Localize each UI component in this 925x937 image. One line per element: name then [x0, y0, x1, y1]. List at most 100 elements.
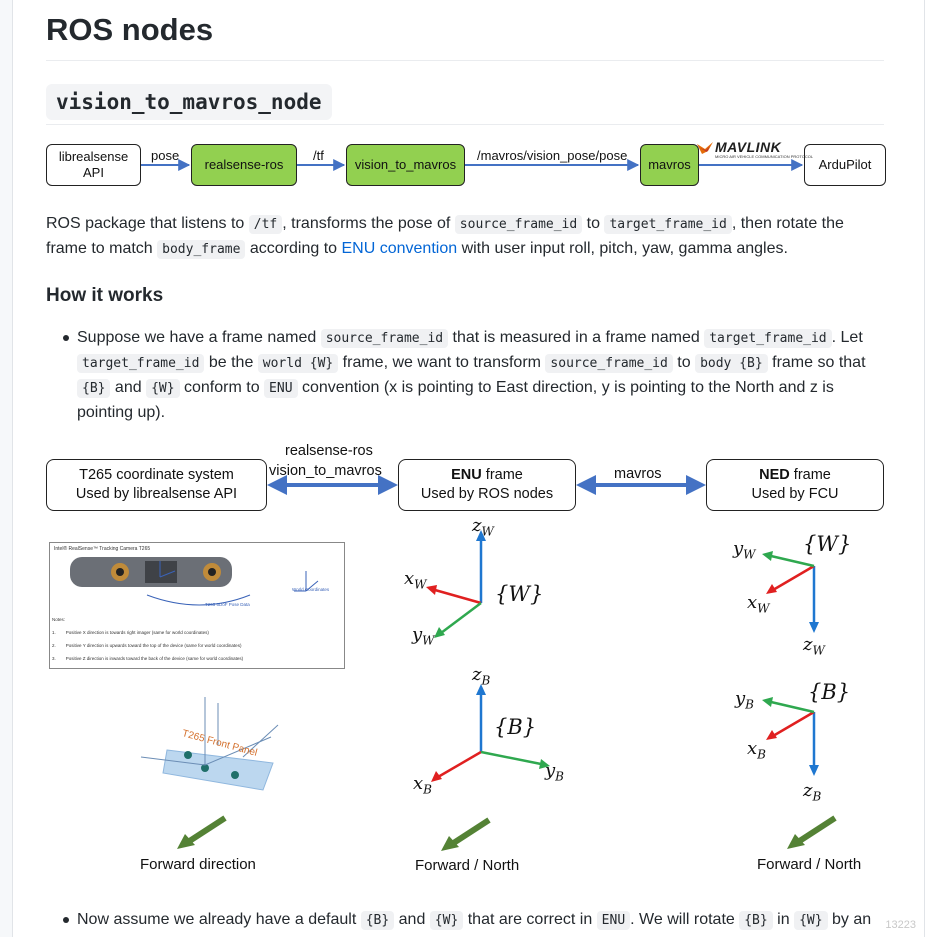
- t265-coordinate-image: Intel® RealSense™ Tracking Camera T265 T…: [49, 542, 345, 669]
- t265-image-title: Intel® RealSense™ Tracking Camera T265: [54, 546, 151, 552]
- t265-frame-title: T265 coordinate system: [79, 467, 234, 483]
- enu-convention-link[interactable]: ENU convention: [341, 240, 458, 257]
- axis-letter: x: [404, 568, 415, 589]
- frame-arrows: [267, 475, 706, 495]
- bullet-text: be the: [204, 354, 258, 371]
- enu-b-frame-label: {B}: [494, 715, 537, 739]
- ned-rest: frame: [789, 467, 831, 483]
- inline-code: target_frame_id: [704, 329, 832, 348]
- inline-code: world {W}: [257, 354, 339, 373]
- how-it-works-heading: How it works: [46, 285, 164, 306]
- t265-notes: Notes: 1.Positive X direction is towards…: [52, 613, 243, 665]
- box-ned-frame: NED frame Used by FCU: [706, 459, 884, 511]
- bullet-text: convention (x is pointing to East direct…: [77, 379, 834, 421]
- arrow-label-realsense-ros: realsense-ros: [285, 443, 373, 459]
- mavlink-text: MAVLINK: [715, 139, 782, 155]
- t265-world-label: World Coordinates: [292, 587, 330, 592]
- ned-w-axes: [762, 551, 819, 633]
- enu-w-frame-label: {W}: [495, 582, 544, 606]
- bullet-text: to: [672, 354, 696, 371]
- bullet-text: conform to: [179, 379, 265, 396]
- ned-xw-label: xW: [747, 592, 770, 616]
- ned-frame-subtitle: Used by FCU: [751, 486, 839, 502]
- enu-zw-label: zW: [472, 515, 494, 539]
- page-title: ROS nodes: [46, 12, 214, 47]
- enu-b-axes: [431, 684, 550, 782]
- intro-text: ROS package that listens to: [46, 215, 249, 232]
- t265-front-panel-drawing: [140, 697, 279, 791]
- ned-zw-label: zW: [803, 634, 825, 658]
- bullet-text: frame, we want to transform: [338, 354, 546, 371]
- box-enu-frame: ENU frame Used by ROS nodes: [398, 459, 576, 511]
- axis-sub: B: [555, 769, 564, 784]
- bullet-text: . Let: [831, 329, 863, 346]
- t265-note-1: 1.Positive X direction is towards right …: [52, 630, 209, 635]
- inline-code: source_frame_id: [320, 329, 449, 348]
- intro-text: , then rotate the frame to match: [46, 215, 844, 257]
- caption-forward-north-enu: Forward / North: [415, 857, 520, 874]
- box-ardupilot: ArduPilot: [804, 144, 886, 186]
- box-vision-to-mavros: vision_to_mavros: [346, 144, 465, 186]
- bullet-text: by an: [827, 911, 872, 928]
- t265-note-text: Positive Z direction is inwards toward t…: [65, 656, 244, 661]
- inline-code: source_frame_id: [545, 354, 673, 373]
- axis-sub: B: [745, 697, 754, 712]
- axis-sub: W: [422, 633, 435, 648]
- bullet-text: Now assume we already have a default: [77, 911, 361, 928]
- title-divider: [46, 60, 884, 61]
- t265-pose-label: T265 6DoF Pose Data: [205, 602, 250, 607]
- bullet-text: that are correct in: [463, 911, 597, 928]
- inline-code: source_frame_id: [454, 215, 583, 234]
- box-mavros: mavros: [640, 144, 699, 186]
- enu-zb-label: zB: [472, 664, 490, 688]
- caption-forward-north-ned: Forward / North: [757, 856, 862, 873]
- pipeline-diagram: librealsense API realsense-ros vision_to…: [46, 139, 886, 190]
- mavlink-logo: MAVLINK MICRO AIR VEHICLE COMMUNICATION …: [696, 139, 813, 162]
- enu-bold: ENU: [451, 467, 482, 483]
- axis-sub: W: [757, 601, 770, 616]
- bullet-dot: [63, 917, 69, 923]
- t265-note-text: Positive X direction is towards right im…: [65, 630, 209, 635]
- axis-letter: z: [803, 780, 813, 801]
- t265-note-text: Positive Y direction is upwards toward t…: [65, 643, 242, 648]
- bullet-text: . We will rotate: [630, 911, 740, 928]
- intro-text: with user input roll, pitch, yaw, gamma …: [457, 240, 788, 257]
- bullet-text: in: [772, 911, 795, 928]
- bullet-dot: [63, 335, 69, 341]
- axis-letter: z: [472, 664, 482, 685]
- bullet-text: frame so that: [767, 354, 866, 371]
- box-librealsense: librealsense API: [46, 144, 141, 186]
- bullet-text: and: [394, 911, 430, 928]
- inline-code: target_frame_id: [604, 215, 732, 234]
- enu-xw-label: xW: [404, 568, 427, 592]
- intro-paragraph: ROS package that listens to /tf, transfo…: [46, 212, 886, 262]
- axis-letter: y: [412, 624, 423, 645]
- bullet-text: that is measured in a frame named: [448, 329, 705, 346]
- pipeline-arrows: [141, 159, 804, 171]
- ned-yb-label: yB: [735, 688, 754, 712]
- ned-zb-label: zB: [803, 780, 821, 804]
- inline-code: {B}: [77, 379, 111, 398]
- enu-w-axes: [426, 530, 486, 638]
- axis-sub: W: [414, 577, 427, 592]
- t265-note-3: 3.Positive Z direction is inwards toward…: [52, 656, 244, 661]
- enu-frame-title: ENU frame: [451, 466, 523, 485]
- intro-text: to: [582, 215, 605, 232]
- axis-sub: B: [812, 789, 822, 804]
- axis-sub: W: [812, 643, 825, 658]
- caption-forward-direction: Forward direction: [140, 856, 256, 873]
- enu-xb-label: xB: [413, 773, 432, 797]
- t265-notes-heading: Notes:: [52, 617, 66, 622]
- forward-arrow-3-icon: [787, 815, 837, 849]
- ned-xb-label: xB: [747, 738, 766, 762]
- t265-frame-subtitle: Used by librealsense API: [75, 486, 238, 502]
- mavlink-subtext: MICRO AIR VEHICLE COMMUNICATION PROTOCOL: [715, 154, 814, 159]
- ned-w-frame-label: {W}: [803, 532, 852, 556]
- ned-bold: NED: [759, 467, 790, 483]
- axis-letter: y: [545, 760, 556, 781]
- bullet-text: Suppose we have a frame named: [77, 329, 321, 346]
- inline-code: target_frame_id: [77, 354, 205, 373]
- label-pose: pose: [151, 148, 180, 163]
- axis-sub: B: [481, 673, 491, 688]
- inline-code: {W}: [794, 911, 828, 930]
